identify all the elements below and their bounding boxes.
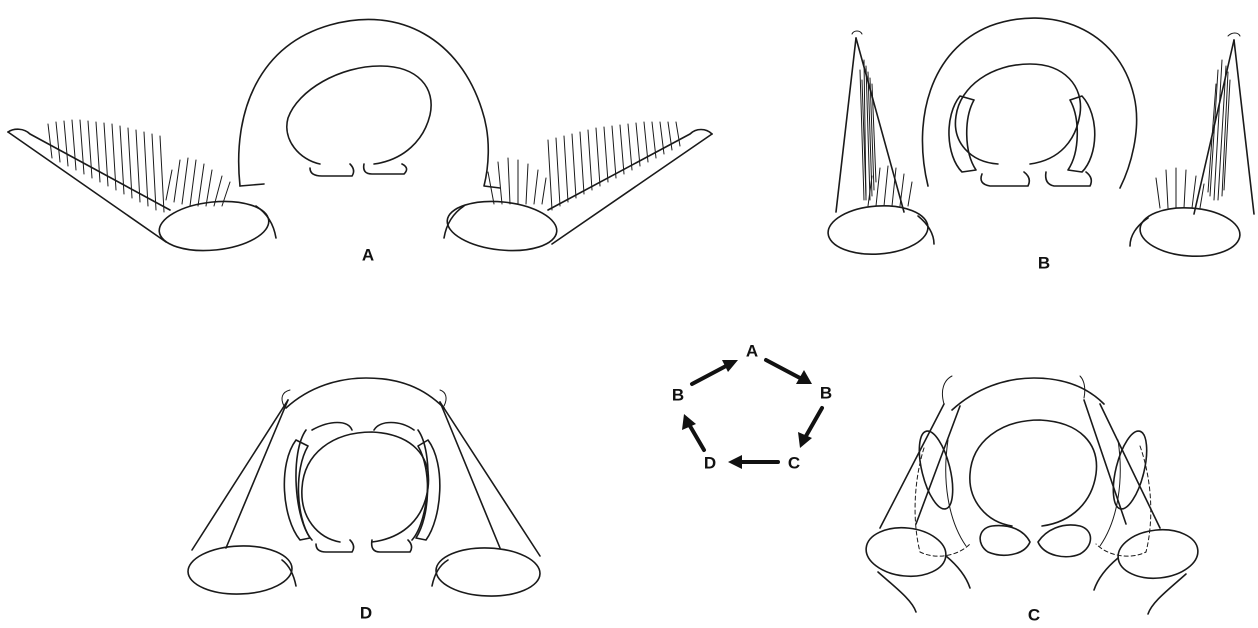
cycle-arrow-b-to-a [692,360,738,384]
panel-b-label: B [1038,253,1050,272]
panel-a-right-hairs [548,122,680,210]
cycle-arrow-a-to-b [766,360,812,384]
panel-b-right-bristles [1208,60,1230,200]
cycle-node-d: D [704,453,716,472]
panel-b-left-bristles [860,60,876,200]
panel-a-label: A [362,245,374,264]
panel-a-drawing [8,19,712,255]
panel-c-drawing [864,376,1201,614]
cycle-arrow-c-to-d [728,455,778,469]
stage-cycle-diagram: A B C D B [672,341,832,472]
panel-b-left-short-hairs [868,166,912,206]
panel-d-label: D [360,603,372,622]
cycle-node-c: C [788,453,800,472]
cycle-arrow-d-to-b [682,414,704,450]
panel-d-drawing [187,378,541,598]
cycle-node-a: A [746,341,758,360]
panel-a-left-short-hairs [166,158,230,206]
panel-c-label: C [1028,605,1040,624]
cycle-node-b-left: B [672,385,684,404]
panel-a-right-short-hairs [488,158,546,204]
cycle-arrow-b-to-c [798,408,822,448]
panel-b-drawing [826,18,1254,259]
cycle-node-b-right: B [820,383,832,402]
